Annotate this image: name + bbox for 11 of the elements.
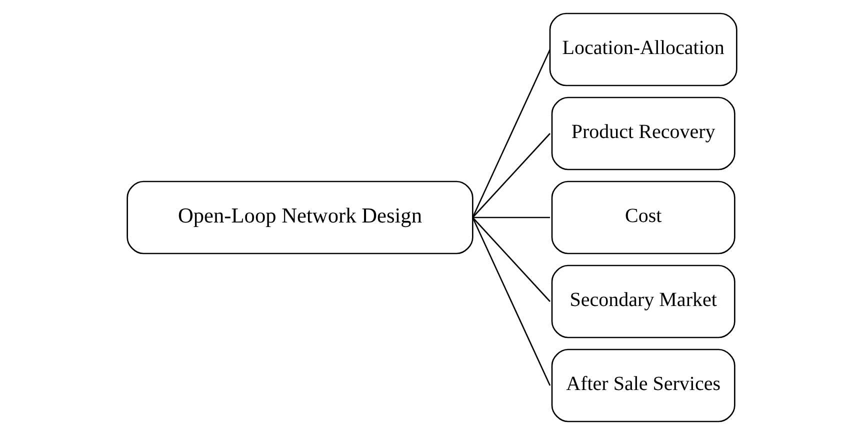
node-box: Secondary Market [550, 264, 735, 338]
connector [472, 49, 550, 218]
node-box: After Sale Services [550, 348, 735, 422]
connector [472, 217, 550, 386]
connector [472, 216, 550, 218]
node-box: Product Recovery [550, 96, 735, 170]
node-box: Open-Loop Network Design [126, 180, 473, 254]
connector [472, 133, 550, 218]
connector [472, 217, 550, 302]
node-box: Location-Allocation [548, 12, 737, 86]
node-box: Cost [550, 180, 735, 254]
